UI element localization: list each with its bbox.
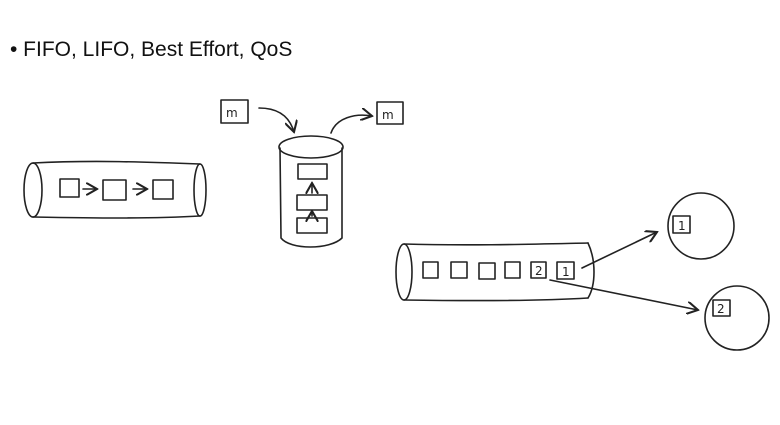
arrow-out-icon [330, 115, 372, 134]
message-box-in [220, 99, 249, 124]
consumer-1: 1 [667, 192, 735, 260]
arrow-in-icon [258, 107, 294, 132]
queue-item-2 [530, 261, 547, 279]
message-label-out: m [382, 108, 394, 122]
slide-bullet-text: • FIFO, LIFO, Best Effort, QoS [10, 38, 293, 61]
fifo-pipe [23, 160, 207, 219]
fifo-message-box [59, 178, 80, 198]
arrow-icon [581, 232, 657, 269]
arrow-icon [549, 279, 698, 310]
consumer-2: 2 [704, 285, 770, 351]
message-box-out [376, 101, 404, 125]
queue-item-1 [556, 261, 575, 280]
fifo-message-box [102, 179, 127, 201]
queue-item-2-label: 2 [535, 264, 543, 278]
message-label-in: m [226, 106, 238, 120]
qos-pipe: 2 1 [395, 232, 698, 310]
fifo-message-box [152, 179, 174, 200]
queue-item-1-label: 1 [562, 265, 570, 279]
lifo-stack: m m [220, 99, 404, 248]
consumer-1-item-label: 1 [678, 219, 686, 233]
consumer-2-item-label: 2 [717, 302, 725, 316]
